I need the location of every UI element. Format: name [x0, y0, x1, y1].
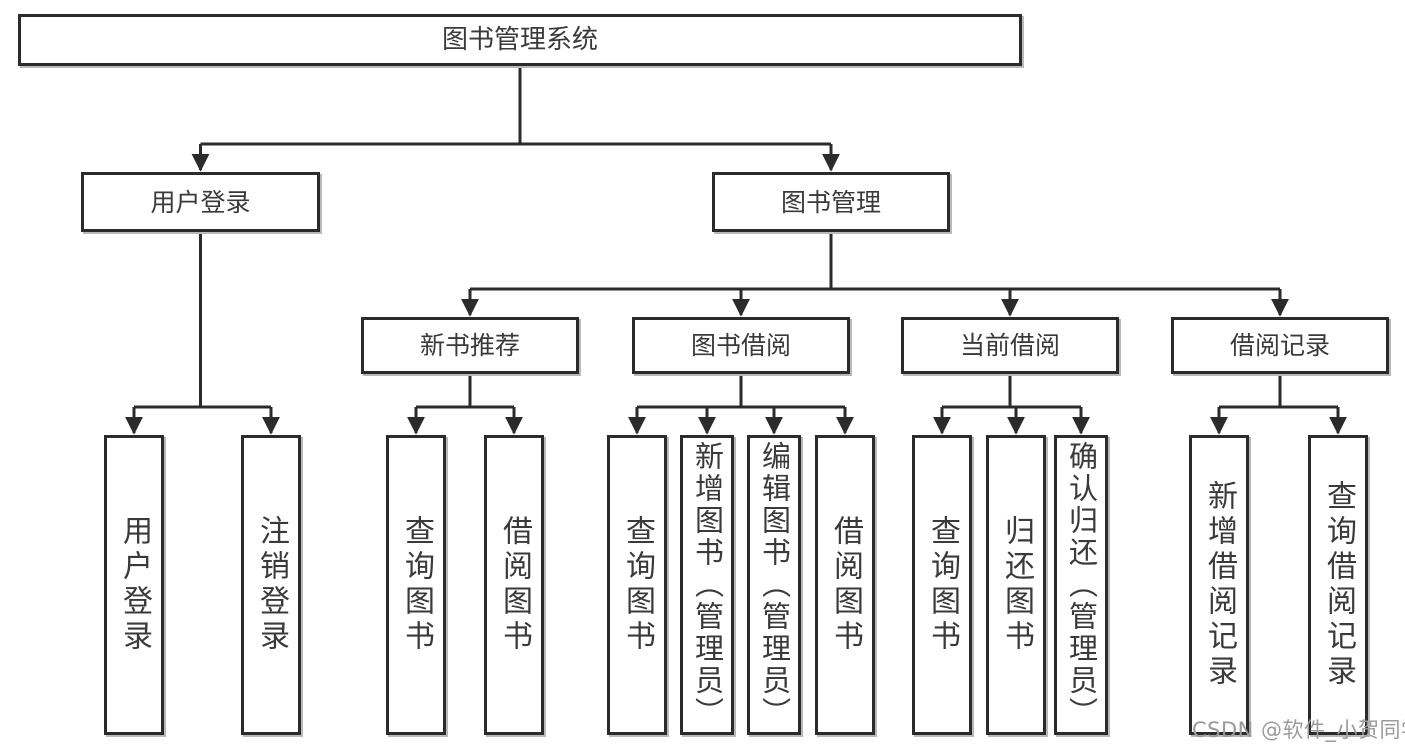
node-label: 借阅图书	[828, 515, 863, 655]
node-book-manage[interactable]: 图书管理	[712, 172, 950, 232]
node-label: 新书推荐	[419, 331, 520, 360]
node-leaf-user-login[interactable]: 用户登录	[104, 435, 164, 735]
node-label: 查询图书	[925, 515, 960, 655]
node-label: 图书管理	[780, 187, 881, 217]
node-leaf-query-book-2[interactable]: 查询图书	[607, 435, 667, 735]
node-leaf-logout[interactable]: 注销登录	[241, 435, 301, 735]
node-leaf-return-book[interactable]: 归还图书	[986, 435, 1046, 735]
node-book-borrow[interactable]: 图书借阅	[632, 317, 850, 374]
node-label: 用户登录	[150, 187, 251, 217]
node-label: 归还图书	[999, 515, 1034, 655]
node-label: 借阅记录	[1229, 331, 1330, 360]
node-label: 查询图书	[399, 515, 434, 655]
node-label: 借阅图书	[497, 515, 532, 655]
node-new-book-rec[interactable]: 新书推荐	[361, 317, 579, 374]
node-borrow-record[interactable]: 借阅记录	[1171, 317, 1389, 374]
node-leaf-borrow-book-2[interactable]: 借阅图书	[815, 435, 875, 735]
node-leaf-query-book-3[interactable]: 查询图书	[912, 435, 972, 735]
node-label: 当前借阅	[959, 331, 1060, 360]
node-leaf-add-book[interactable]: 新增图书（管理员）	[680, 435, 734, 735]
node-leaf-borrow-book-1[interactable]: 借阅图书	[484, 435, 544, 735]
watermark-text: CSDN @软件_小贺同学	[1192, 718, 1405, 742]
node-label: 新增图书（管理员）	[690, 441, 725, 729]
node-leaf-add-record[interactable]: 新增借阅记录	[1189, 435, 1249, 735]
node-current-borrow[interactable]: 当前借阅	[901, 317, 1119, 374]
node-label: 编辑图书（管理员）	[757, 441, 792, 729]
node-leaf-edit-book[interactable]: 编辑图书（管理员）	[747, 435, 801, 735]
node-label: 新增借阅记录	[1202, 480, 1237, 690]
node-label: 图书借阅	[690, 331, 791, 360]
node-root[interactable]: 图书管理系统	[18, 14, 1022, 66]
node-label: 图书管理系统	[441, 25, 598, 55]
node-label: 确认归还（管理员）	[1064, 441, 1099, 729]
node-label: 用户登录	[117, 515, 152, 655]
node-user-login[interactable]: 用户登录	[81, 172, 320, 232]
node-leaf-query-record[interactable]: 查询借阅记录	[1308, 435, 1368, 735]
node-leaf-query-book-1[interactable]: 查询图书	[386, 435, 446, 735]
node-label: 查询图书	[620, 515, 655, 655]
node-label: 查询借阅记录	[1321, 480, 1356, 690]
node-label: 注销登录	[254, 515, 289, 655]
node-leaf-confirm-return[interactable]: 确认归还（管理员）	[1054, 435, 1108, 735]
